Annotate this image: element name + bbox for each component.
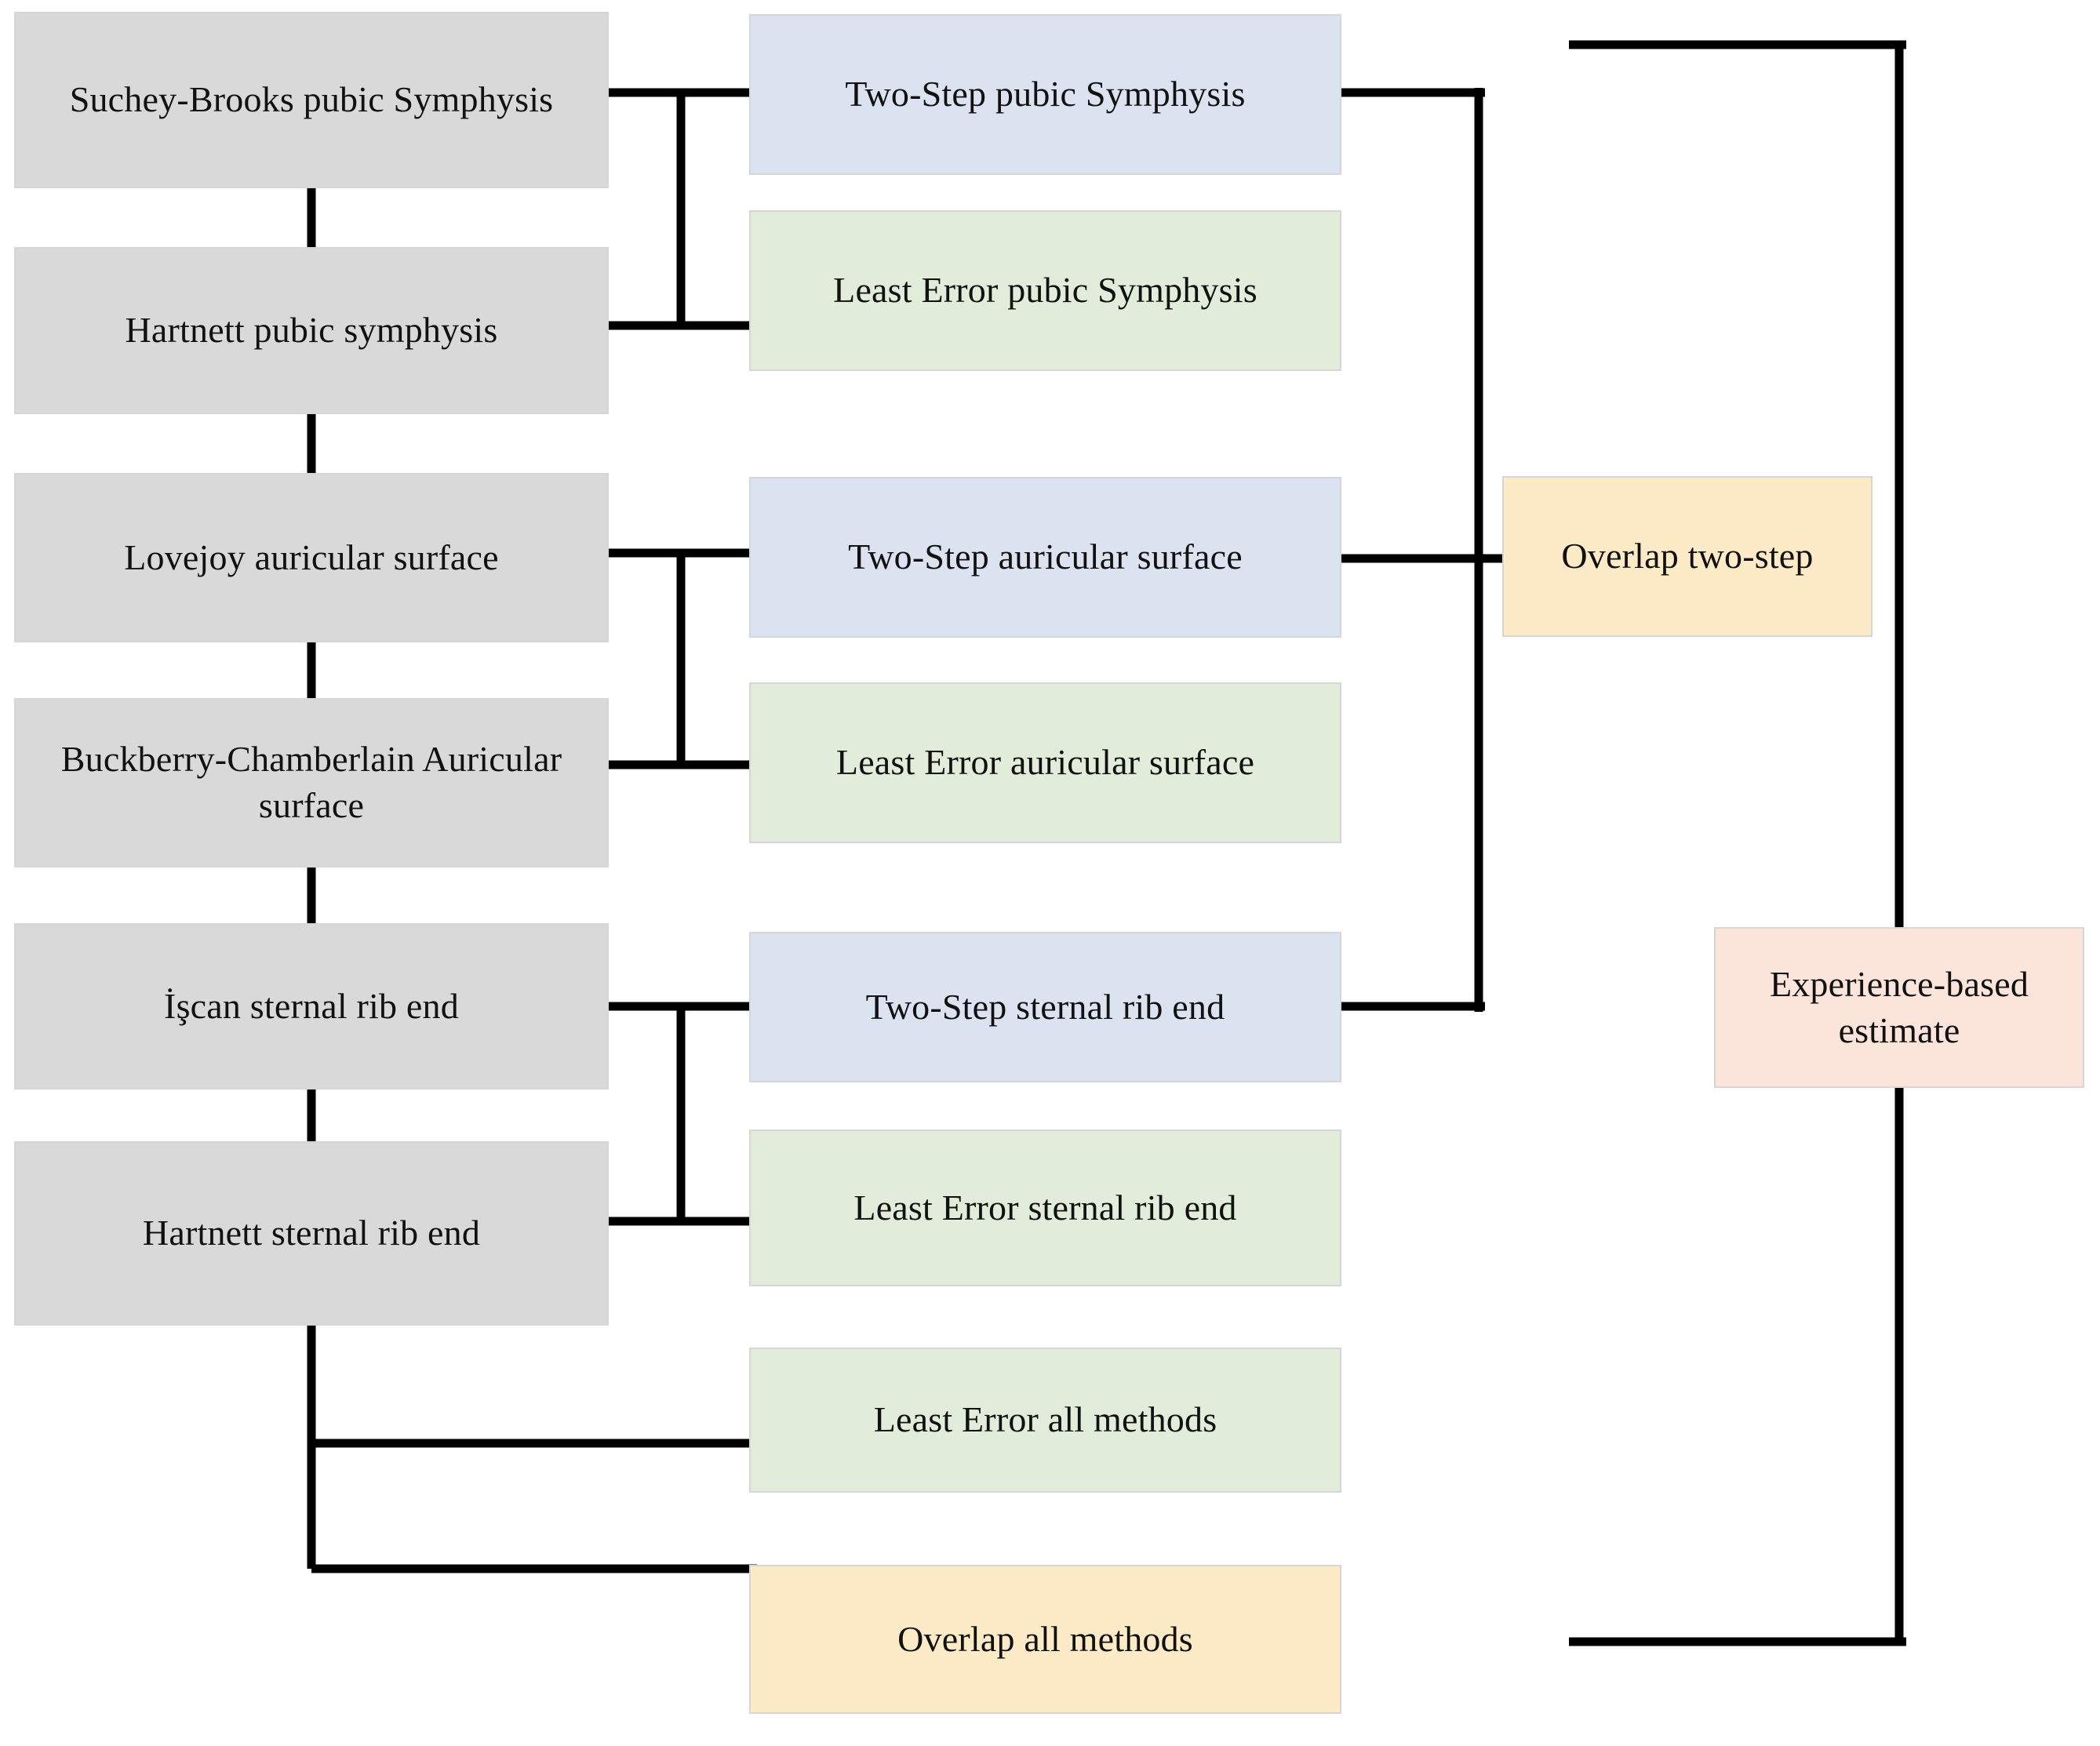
node-two-step-pubic-symphysis[interactable]: Two-Step pubic Symphysis <box>749 14 1341 175</box>
node-label-least-error-sternal-rib-end: Least Error sternal rib end <box>853 1187 1237 1228</box>
node-iscan-sternal-rib-end[interactable]: İşcan sternal rib end <box>14 923 609 1089</box>
node-least-error-all-methods[interactable]: Least Error all methods <box>749 1348 1341 1493</box>
node-experience-based-estimate[interactable]: Experience-based estimate <box>1714 927 2084 1088</box>
node-label-experience-based-estimate: Experience-based estimate <box>1769 963 2029 1050</box>
node-label-two-step-pubic-symphysis: Two-Step pubic Symphysis <box>845 74 1246 115</box>
node-label-least-error-pubic-symphysis: Least Error pubic Symphysis <box>833 270 1257 311</box>
node-two-step-sternal-rib-end[interactable]: Two-Step sternal rib end <box>749 932 1341 1082</box>
node-label-overlap-all-methods: Overlap all methods <box>897 1618 1193 1659</box>
node-label-two-step-auricular-surface: Two-Step auricular surface <box>848 537 1243 577</box>
node-label-hartnett-pubic-symphysis: Hartnett pubic symphysis <box>125 310 498 351</box>
node-least-error-auricular-surface[interactable]: Least Error auricular surface <box>749 682 1341 843</box>
node-overlap-all-methods[interactable]: Overlap all methods <box>749 1565 1341 1714</box>
node-label-buckberry-chamberlain-auricular-surface: Buckberry-Chamberlain Auricular surface <box>60 739 562 825</box>
node-least-error-sternal-rib-end[interactable]: Least Error sternal rib end <box>749 1129 1341 1286</box>
node-label-least-error-all-methods: Least Error all methods <box>873 1399 1217 1440</box>
node-label-lovejoy-auricular-surface: Lovejoy auricular surface <box>124 537 499 577</box>
node-overlap-two-step[interactable]: Overlap two-step <box>1502 476 1873 637</box>
node-label-overlap-two-step: Overlap two-step <box>1561 536 1814 577</box>
node-buckberry-chamberlain-auricular-surface[interactable]: Buckberry-Chamberlain Auricular surface <box>14 698 609 868</box>
node-label-suchey-brooks-pubic-symphysis: Suchey-Brooks pubic Symphysis <box>69 79 554 120</box>
node-label-least-error-auricular-surface: Least Error auricular surface <box>835 742 1255 783</box>
node-hartnett-sternal-rib-end[interactable]: Hartnett sternal rib end <box>14 1141 609 1326</box>
node-label-iscan-sternal-rib-end: İşcan sternal rib end <box>164 985 459 1026</box>
node-label-two-step-sternal-rib-end: Two-Step sternal rib end <box>865 986 1225 1027</box>
node-least-error-pubic-symphysis[interactable]: Least Error pubic Symphysis <box>749 210 1341 371</box>
node-hartnett-pubic-symphysis[interactable]: Hartnett pubic symphysis <box>14 247 609 414</box>
node-label-hartnett-sternal-rib-end: Hartnett sternal rib end <box>142 1213 481 1253</box>
node-suchey-brooks-pubic-symphysis[interactable]: Suchey-Brooks pubic Symphysis <box>14 12 609 188</box>
node-two-step-auricular-surface[interactable]: Two-Step auricular surface <box>749 477 1341 638</box>
node-lovejoy-auricular-surface[interactable]: Lovejoy auricular surface <box>14 473 609 642</box>
